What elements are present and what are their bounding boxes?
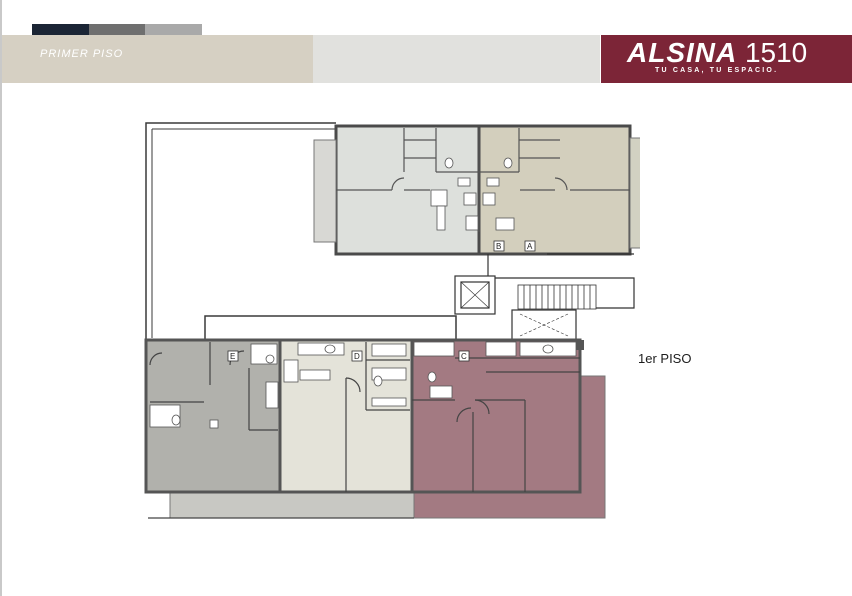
lower-door-tags: E D C [227,350,470,362]
stairs [517,284,597,310]
door-tag-c: C [461,352,467,361]
balcony-left-top [313,139,337,243]
header-spacer [313,35,600,83]
door-tag-b: B [496,242,501,251]
column [576,340,584,350]
balcony-right-top [629,137,640,249]
floor-label: 1er PISO [638,351,692,366]
brand-tagline: TU CASA, TU ESPACIO. [655,67,779,74]
balcony-bottom-left [169,491,415,519]
upper-fixtures [430,157,515,231]
section-band: PRIMER PISO [2,35,313,83]
left-edge-rule [0,0,2,596]
color-tabs [32,24,203,35]
header-band: PRIMER PISO ALSINA 1510 TU CASA, TU ESPA… [0,35,852,83]
tab-light[interactable] [145,24,203,35]
upper-walls [336,128,630,232]
door-tag-d: D [354,352,360,361]
brand-number: 1510 [744,37,808,68]
door-tag-a: A [527,242,533,251]
upper-door-tags: B A [493,240,536,252]
brand-name-text: ALSINA [627,37,737,68]
tab-dark[interactable] [32,24,89,35]
core [454,253,635,341]
unit-c [410,338,582,494]
tab-mid[interactable] [88,24,146,35]
brand-name: ALSINA 1510 [627,37,807,69]
floor-plan: B A [144,122,640,519]
section-label: PRIMER PISO [40,48,124,60]
brand-logo: ALSINA 1510 TU CASA, TU ESPACIO. [601,35,852,83]
door-tag-e: E [230,352,235,361]
lower-fixtures [149,341,577,429]
lower-walls [149,342,580,492]
